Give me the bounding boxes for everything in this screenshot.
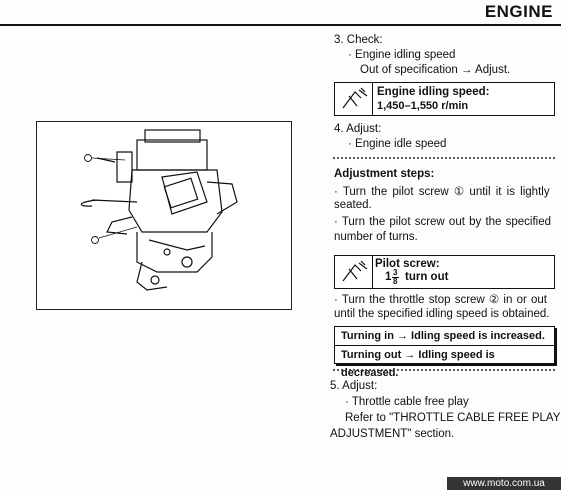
throttle-line1: · Turn the throttle stop screw ② in or o…: [334, 294, 547, 306]
table-row-turning-out: Turning out → Idling speed is decreased.: [335, 345, 554, 379]
spec-idle-value: 1,450–1,550 r/min: [377, 100, 469, 112]
step5-bullet: · Throttle cable free play: [345, 396, 469, 408]
step3-note: Out of specification → Adjust.: [360, 64, 511, 76]
throttle-line2: until the specified idling speed is obta…: [334, 308, 550, 320]
tools-spec-icon: [342, 87, 368, 109]
footer-watermark: www.moto.com.ua: [447, 477, 561, 490]
dotted-divider: [332, 369, 556, 371]
step3-title: 3. Check:: [334, 34, 383, 46]
carburetor-figure: [36, 121, 292, 310]
spec-box-idle-speed: Engine idling speed: 1,450–1,550 r/min: [334, 82, 555, 116]
tools-spec-icon: [342, 260, 368, 282]
adjustment-heading: Adjustment steps:: [334, 168, 435, 180]
page-title: ENGINE: [484, 2, 553, 21]
header-rule: [0, 24, 561, 26]
step5-ref1: Refer to "THROTTLE CABLE FREE PLAY: [345, 412, 561, 424]
step4-title: 4. Adjust:: [334, 123, 382, 135]
spec-pilot-unit: turn out: [405, 271, 449, 283]
spec-idle-title: Engine idling speed:: [377, 86, 490, 98]
spec-separator: [372, 256, 373, 288]
spec-box-pilot-screw: Pilot screw: 1 3 8 turn out: [334, 255, 555, 289]
carburetor-illustration: [80, 129, 238, 291]
spec-pilot-numerator: 3: [393, 268, 398, 277]
step5-title: 5. Adjust:: [330, 380, 378, 392]
adjustment-line2b: number of turns.: [334, 231, 418, 243]
dotted-divider: [332, 157, 556, 159]
adjustment-line2: · Turn the pilot screw out by the specif…: [334, 216, 552, 228]
fraction-bar: [392, 277, 399, 278]
spec-pilot-denominator: 8: [393, 277, 398, 286]
adjustment-line1b: seated.: [334, 199, 372, 211]
step5-ref2: ADJUSTMENT" section.: [330, 428, 455, 440]
table-row-turning-in: Turning in → Idling speed is increased.: [341, 330, 545, 342]
adjustment-line1: · Turn the pilot screw ① until it is lig…: [334, 186, 550, 198]
idle-adjust-table: Turning in → Idling speed is increased. …: [334, 326, 555, 379]
spec-pilot-title: Pilot screw:: [375, 258, 440, 270]
spec-pilot-whole: 1: [385, 271, 392, 283]
step4-bullet: · Engine idle speed: [348, 138, 447, 150]
spec-separator: [372, 83, 373, 115]
step3-bullet: · Engine idling speed: [348, 49, 456, 61]
